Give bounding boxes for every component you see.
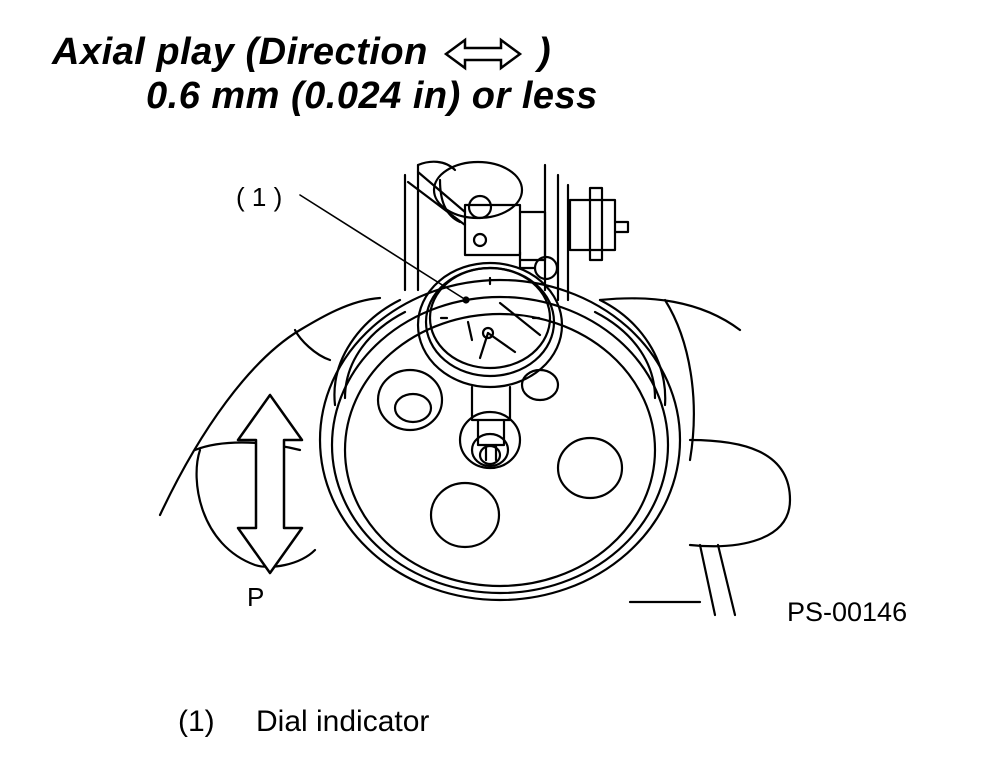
legend-item-number: (1) — [178, 705, 215, 738]
pulley-rim-outer — [318, 278, 682, 602]
figure-code: PS-00146 — [787, 597, 908, 627]
callout-label-1: ( 1 ) — [236, 182, 283, 212]
dial-indicator-body — [416, 261, 564, 389]
pulley-hole-top-left — [376, 368, 444, 432]
dial-indicator-stem — [470, 385, 512, 422]
housing-right — [598, 297, 742, 332]
callout-leader-line — [299, 194, 467, 301]
pulley-hole-right — [556, 436, 624, 500]
housing-left — [158, 296, 382, 517]
pulley-hole-bottom — [429, 481, 501, 549]
title-line-2: 0.6 mm (0.024 in) or less — [146, 75, 598, 117]
axial-direction-arrow-icon — [236, 393, 304, 575]
shaft-center — [458, 410, 522, 470]
legend-item: (1) Dial indicator — [178, 705, 429, 739]
legend: (1) Dial indicator — [178, 705, 429, 739]
double-horizontal-arrow-icon — [443, 37, 522, 71]
title-line-1: Axial play (Direction ) — [52, 30, 551, 74]
direction-label-p: P — [247, 582, 265, 612]
legend-item-label: Dial indicator — [256, 705, 430, 738]
pump-dial-indicator-illustration — [158, 160, 792, 617]
title-text-after: ) — [537, 31, 552, 73]
title-text-before: Axial play (Direction — [52, 31, 428, 73]
